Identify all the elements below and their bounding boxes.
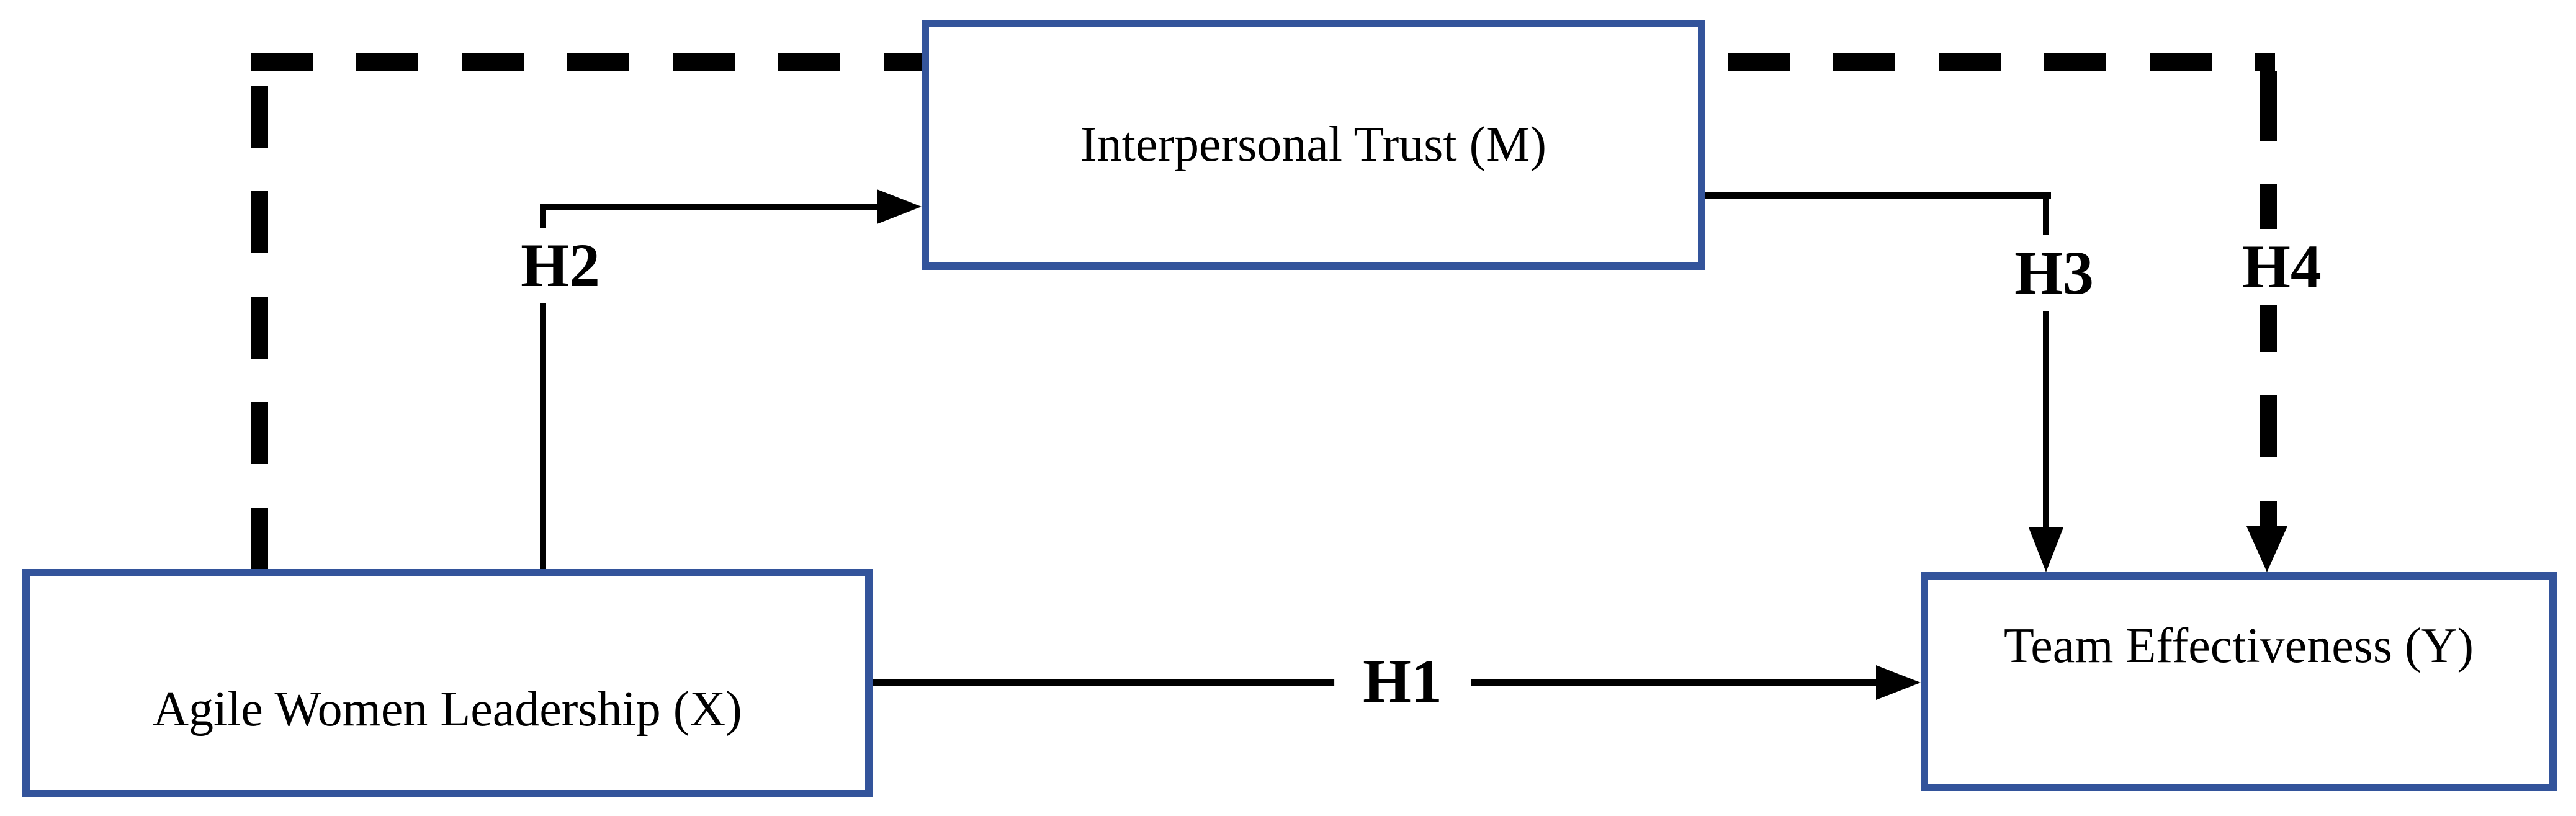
mediator-box: Interpersonal Trust (M) [922,20,1705,270]
dependent-variable-box: Team Effectiveness (Y) [1921,572,2557,791]
h2-arrowhead-icon [877,189,922,224]
h1-label: H1 [1334,646,1471,717]
h3-label: H3 [2001,235,2107,311]
h2-arrow-line-vertical [540,204,546,569]
h2-label: H2 [507,228,614,303]
h4-dashed-line-left [251,62,268,569]
h3-arrowhead-icon [2029,527,2063,572]
independent-variable-box: Agile Women Leadership (X) [22,569,873,797]
h3-arrow-line-vertical [2043,192,2049,531]
dependent-variable-box-label: Team Effectiveness (Y) [2003,619,2474,673]
h3-arrow-line-horizontal [1705,192,2051,199]
independent-variable-box-label: Agile Women Leadership (X) [153,681,742,737]
h1-arrowhead-icon [1876,665,1921,700]
h4-label: H4 [2228,229,2335,305]
mediator-box-label: Interpersonal Trust (M) [1080,117,1547,172]
h2-arrow-line-horizontal [543,204,881,210]
h4-arrowhead-icon [2246,526,2287,572]
